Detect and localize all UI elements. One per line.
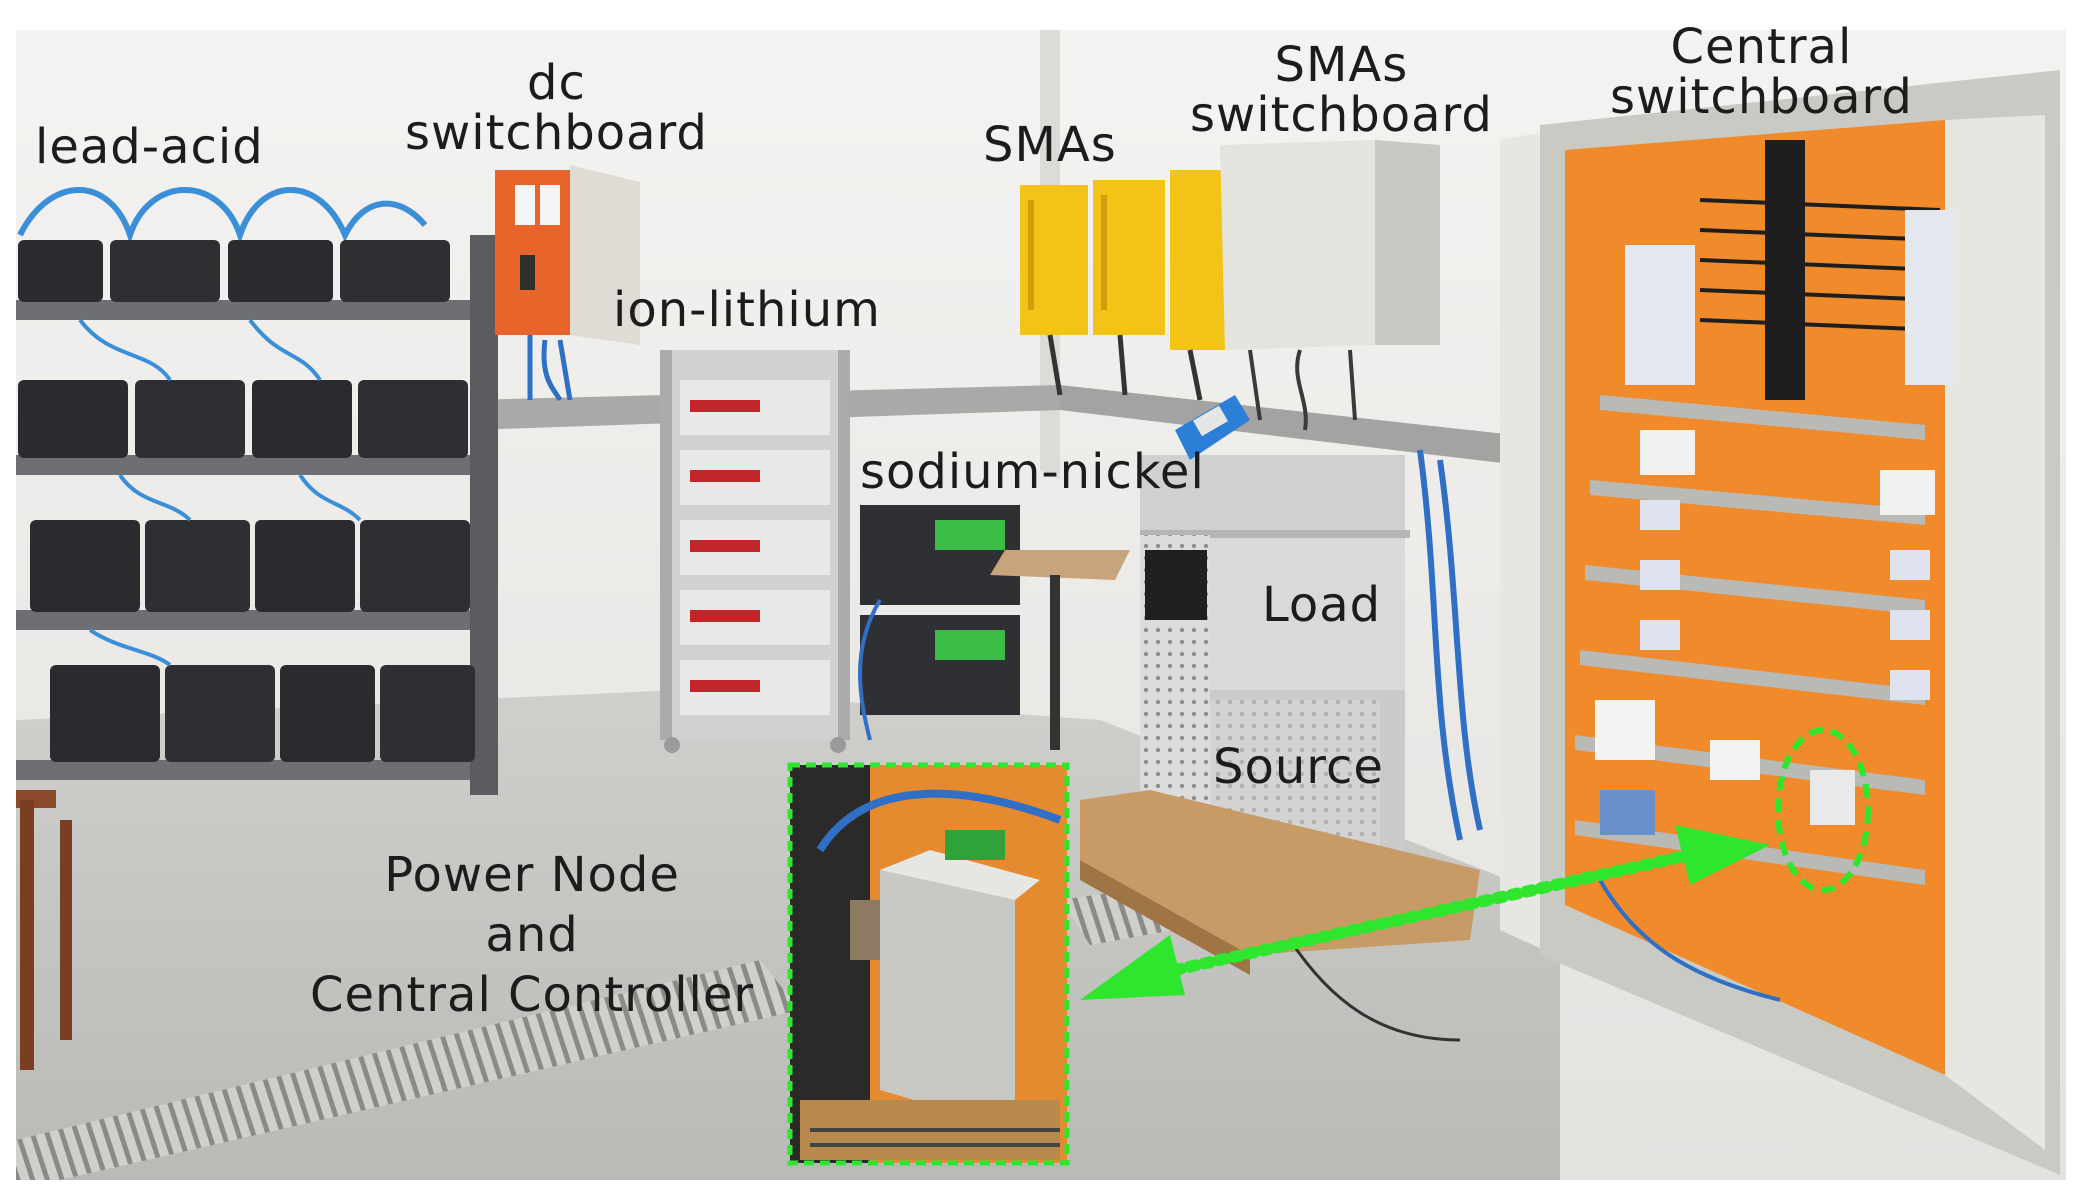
label-central-switchboard-line2: switchboard xyxy=(1610,69,1913,125)
arrow-head-left xyxy=(1080,935,1185,1000)
label-power-node: Power Node and Central Controller xyxy=(310,845,754,1025)
label-dc-switchboard-line2: switchboard xyxy=(405,105,708,161)
power-node-highlight-ellipse xyxy=(1775,727,1871,893)
label-load-text: Load xyxy=(1262,577,1382,633)
label-smas: SMAs xyxy=(983,120,1117,170)
label-ion-lithium-text: ion-lithium xyxy=(613,282,881,338)
label-power-node-line1: Power Node xyxy=(384,847,680,903)
label-sodium-nickel-text: sodium-nickel xyxy=(860,444,1205,500)
sodium-nickel-batteries xyxy=(858,505,1130,750)
power-node-inset-photo xyxy=(790,765,1067,1163)
wooden-stool xyxy=(16,790,72,1070)
label-smas-text: SMAs xyxy=(983,117,1117,173)
label-dc-switchboard: dc switchboard xyxy=(405,58,708,158)
smas-switchboard-cabinet xyxy=(1220,140,1440,431)
label-smas-switchboard-line2: switchboard xyxy=(1190,87,1493,143)
label-sodium-nickel: sodium-nickel xyxy=(860,447,1205,497)
central-switchboard-cabinet xyxy=(1500,70,2060,1175)
label-lead-acid-text: lead-acid xyxy=(35,119,264,175)
label-power-node-line2: and xyxy=(485,907,579,963)
inset-connector-dotted-line xyxy=(1169,849,1696,976)
label-power-node-line3: Central Controller xyxy=(310,967,755,1023)
label-dc-switchboard-line1: dc xyxy=(526,55,586,111)
lead-acid-battery-rack xyxy=(16,187,498,795)
label-smas-switchboard-line1: SMAs xyxy=(1274,37,1409,93)
label-central-switchboard: Central switchboard xyxy=(1610,22,1913,122)
label-ion-lithium: ion-lithium xyxy=(613,285,881,335)
load-source-cabinet xyxy=(1080,395,1483,1042)
arrow-head-right xyxy=(1675,825,1770,885)
label-smas-switchboard: SMAs switchboard xyxy=(1190,40,1493,140)
sma-inverters xyxy=(1020,170,1230,401)
highlight-annotations xyxy=(787,727,1871,1166)
label-source-text: Source xyxy=(1213,739,1384,795)
label-source: Source xyxy=(1213,742,1384,792)
ion-lithium-battery-rack xyxy=(660,350,850,753)
label-lead-acid: lead-acid xyxy=(35,122,264,172)
label-central-switchboard-line1: Central xyxy=(1670,19,1853,75)
dc-switchboard-cabinet xyxy=(495,165,640,402)
label-load: Load xyxy=(1262,580,1381,630)
